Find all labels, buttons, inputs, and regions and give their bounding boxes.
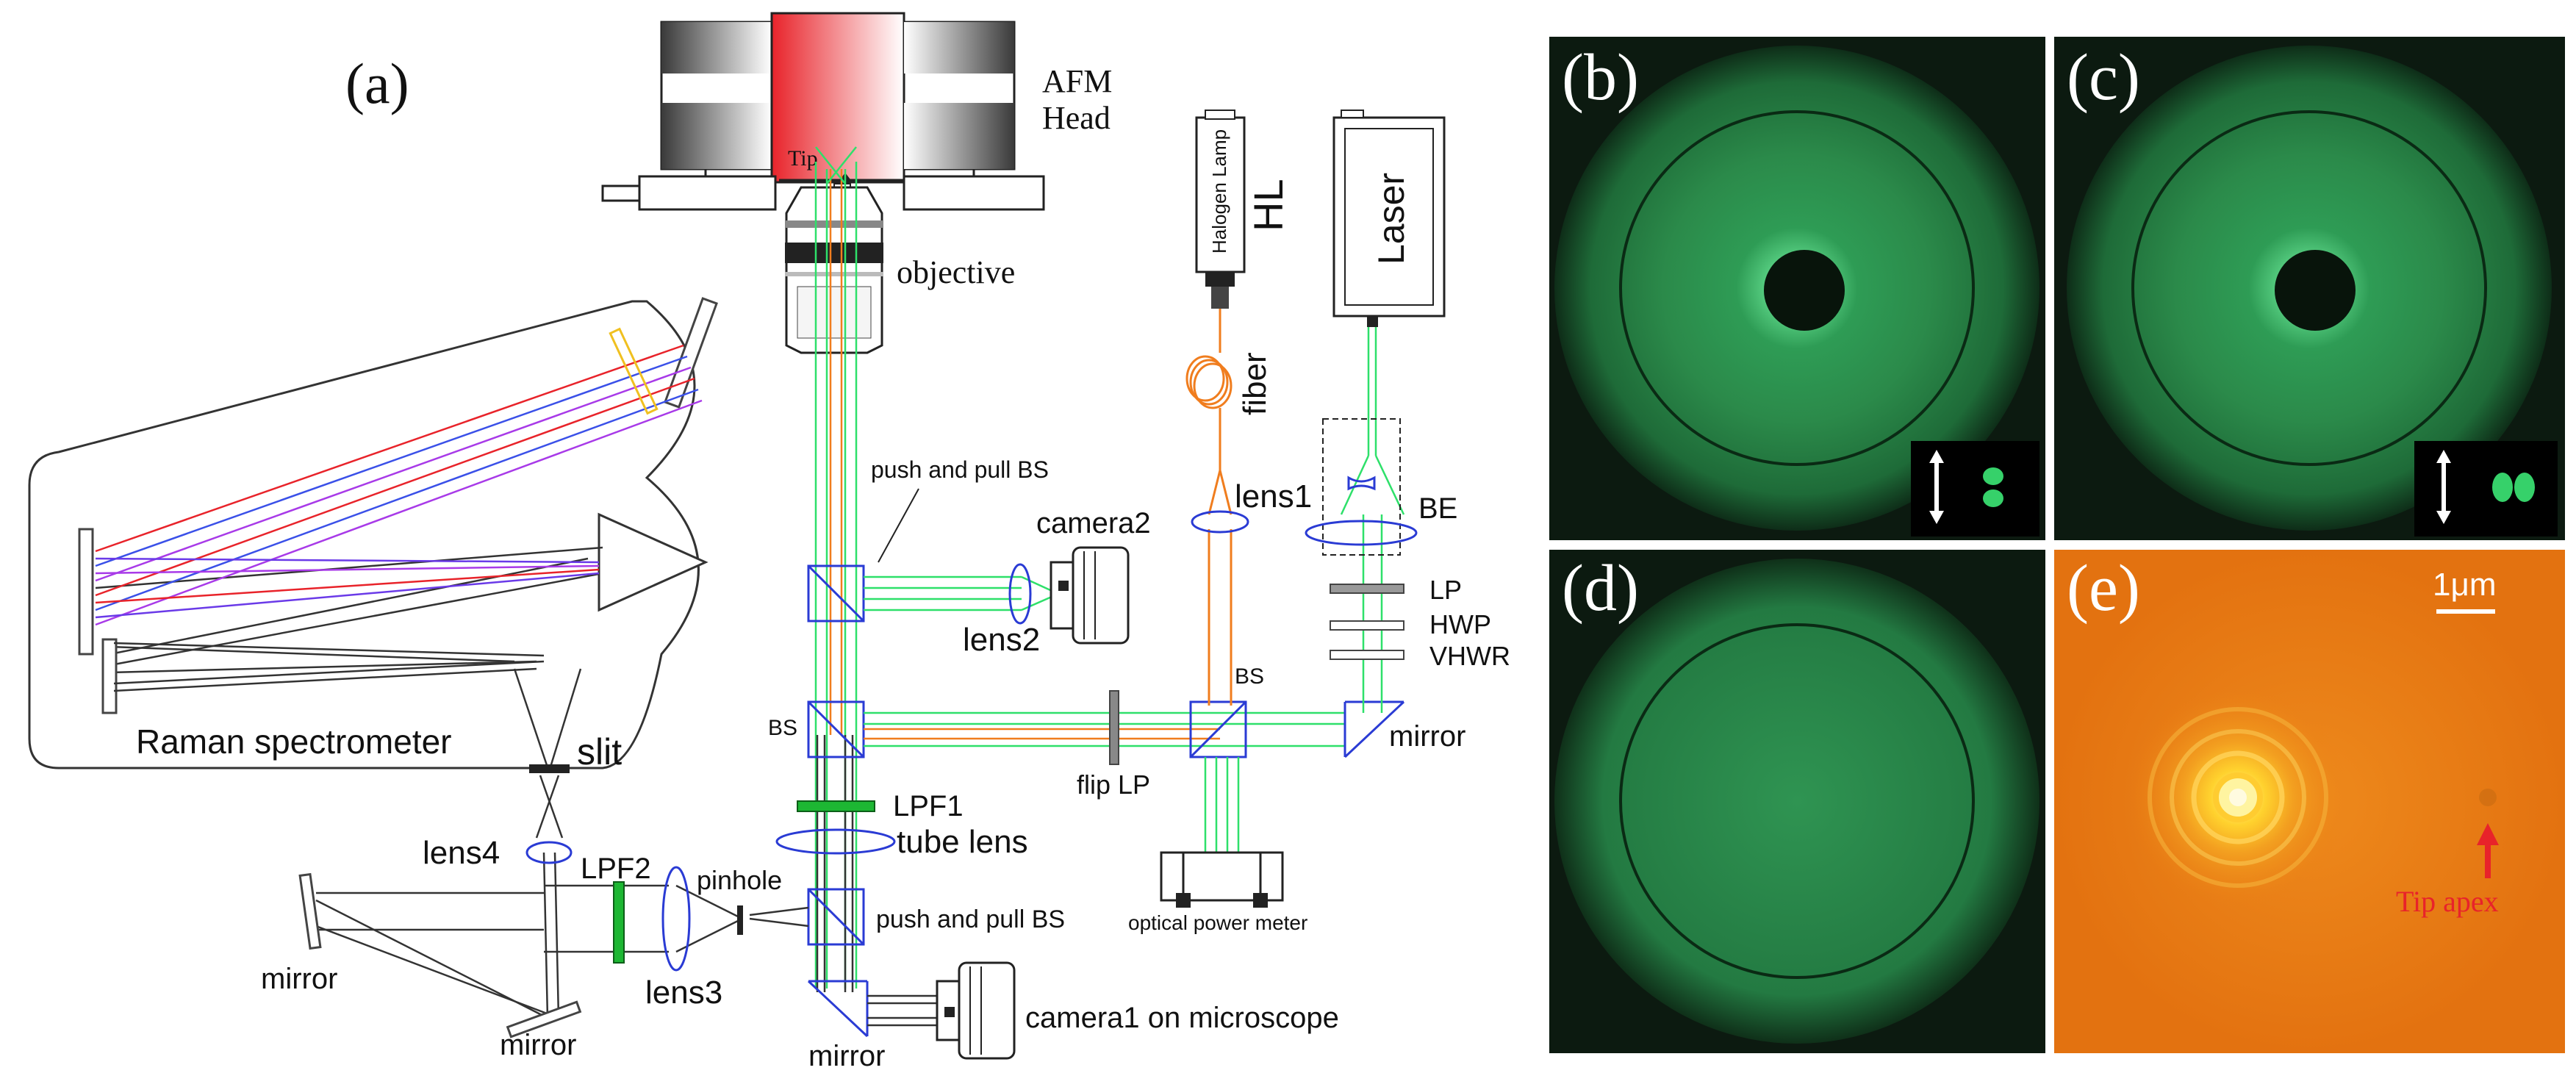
beam-raman-path (110, 557, 809, 1019)
slit-label: slit (577, 731, 622, 772)
lens4 (525, 841, 573, 864)
lpf1-label: LPF1 (893, 790, 964, 822)
afm-head-label-2: Head (1042, 100, 1111, 136)
spectro-mirror-2 (101, 638, 118, 714)
lens4-label: lens4 (423, 835, 500, 871)
mirror-lower-label: mirror (500, 1029, 576, 1061)
lens3-label: lens3 (645, 975, 722, 1011)
lens3 (661, 866, 691, 972)
lpf2 (613, 881, 625, 964)
optical-power-meter-label: optical power meter (1128, 911, 1307, 934)
lpf1 (797, 800, 875, 812)
pinhole-label: pinhole (697, 865, 782, 895)
objective-label: objective (897, 254, 1015, 290)
hl-label: HL (1245, 179, 1291, 232)
mirror-right-label: mirror (1389, 720, 1465, 753)
camera1-label: camera1 on microscope (1025, 1002, 1339, 1034)
hwp-label: HWP (1429, 609, 1491, 639)
scale-bar-label: 1μm (2433, 567, 2496, 603)
panel-a-label: (a) (345, 51, 409, 115)
beam-laser (1340, 327, 1405, 713)
laser-label: Laser (1371, 173, 1412, 265)
panel-e (2054, 550, 2565, 1053)
raman-spectrometer (28, 300, 700, 769)
fiber-label: fiber (1237, 352, 1273, 415)
lp-label: LP (1429, 575, 1462, 605)
tube-lens (775, 828, 896, 855)
panel-d-label: (d) (1562, 552, 1639, 625)
push-pull-bs-lower (807, 888, 865, 946)
lens2 (1008, 563, 1032, 625)
halogen-lamp (1195, 110, 1246, 309)
lens2-label: lens2 (963, 622, 1040, 658)
tip-apex-label: Tip apex (2396, 885, 2499, 918)
bs-left-label: BS (768, 716, 797, 740)
push-pull-bs-upper-label: push and pull BS (871, 456, 1049, 483)
spectro-lens (609, 327, 659, 415)
laser-box (1332, 110, 1446, 327)
tube-lens-label: tube lens (897, 824, 1028, 860)
be-label: BE (1418, 492, 1457, 525)
mirror-left (298, 872, 322, 950)
lpf2-label: LPF2 (581, 853, 651, 885)
tip-label: Tip (788, 146, 818, 171)
panel-b (1549, 37, 2045, 540)
lens1 (1191, 510, 1249, 534)
afm-head-label-1: AFM (1042, 63, 1112, 99)
spectro-color-beams (95, 344, 703, 626)
bs-right-label: BS (1235, 664, 1264, 689)
afm-head (601, 12, 1045, 211)
mirror-left-label: mirror (261, 963, 337, 995)
panel-e-label: (e) (2067, 552, 2140, 625)
panel-c-label: (c) (2067, 41, 2140, 114)
pinhole (737, 905, 743, 935)
objective (785, 186, 883, 354)
camera2 (1050, 546, 1130, 645)
optical-power-meter (1160, 851, 1284, 908)
spectro-gray-beams (95, 546, 603, 692)
beam-camera2 (864, 575, 1059, 611)
panel-c (2054, 37, 2565, 540)
slit (529, 764, 570, 773)
fiber (1185, 309, 1233, 706)
beam-horizontal (864, 711, 1345, 747)
camera1 (936, 961, 1016, 1060)
lens1-label: lens1 (1235, 478, 1312, 514)
beam-vertical (814, 146, 858, 992)
spectro-grating (664, 297, 718, 409)
flip-lp-label: flip LP (1077, 769, 1150, 800)
mirror-bottom (807, 980, 869, 1038)
camera2-label: camera2 (1036, 507, 1151, 539)
mirror-bottom-label: mirror (808, 1040, 885, 1072)
vhwr-label: VHWR (1429, 641, 1510, 671)
beam-expander (1322, 418, 1401, 556)
push-pull-bs-upper (807, 564, 865, 623)
mirror-lower (506, 1000, 582, 1038)
bs-right (1189, 700, 1247, 758)
push-pull-bs-lower-label: push and pull BS (876, 905, 1065, 933)
flip-lp (1109, 690, 1119, 765)
spectro-mirror-1 (78, 528, 94, 656)
panel-d (1549, 550, 2045, 1053)
mirror-right (1343, 700, 1405, 758)
polarizers (1330, 584, 1404, 660)
halogen-lamp-label: Halogen Lamp (1208, 129, 1230, 254)
raman-spectrometer-label: Raman spectrometer (136, 722, 452, 761)
panel-b-label: (b) (1562, 41, 1639, 114)
beam-camera1 (867, 994, 944, 1027)
